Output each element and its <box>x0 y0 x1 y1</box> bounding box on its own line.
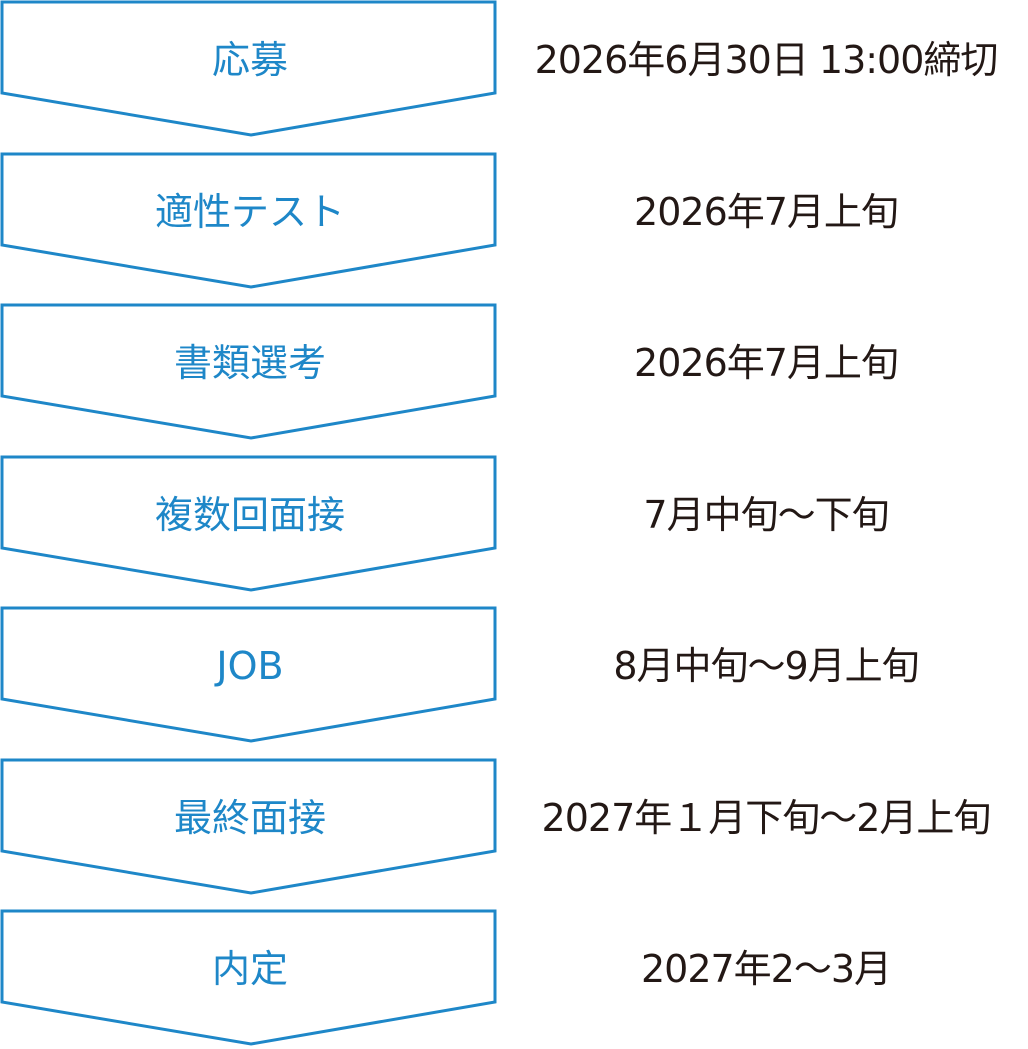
flow-step-final-interview: 最終面接 2027年１月下旬～2月上旬 <box>0 758 1028 898</box>
chevron-arrow <box>0 909 497 1046</box>
stage-label: 書類選考 <box>173 341 326 385</box>
stage-label: JOB <box>216 644 284 688</box>
flow-step-document-screening: 書類選考 2026年7月上旬 <box>0 303 1028 443</box>
chevron-arrow <box>0 758 497 895</box>
chevron-arrow <box>0 455 497 592</box>
schedule-text: 2026年7月上旬 <box>634 189 899 234</box>
flow-step-multiple-interviews: 複数回面接 7月中旬～下旬 <box>0 455 1028 595</box>
flow-step-aptitude-test: 適性テスト 2026年7月上旬 <box>0 152 1028 292</box>
chevron-arrow <box>0 152 497 289</box>
chevron-arrow <box>0 303 497 440</box>
stage-label: 内定 <box>211 947 288 991</box>
schedule-text: 2026年7月上旬 <box>634 341 899 385</box>
stage-label: 応募 <box>211 38 288 82</box>
stage-label: 最終面接 <box>173 795 326 840</box>
stage-label: 適性テスト <box>154 189 345 234</box>
chevron-arrow <box>0 606 497 743</box>
schedule-text: 8月中旬～9月上旬 <box>613 644 919 688</box>
schedule-text: 7月中旬～下旬 <box>643 492 889 537</box>
flow-step-application: 応募 2026年6月30日 13:00締切 <box>0 0 1028 140</box>
flow-step-offer: 内定 2027年2～3月 <box>0 909 1028 1049</box>
flow-step-job: JOB 8月中旬～9月上旬 <box>0 606 1028 746</box>
schedule-text: 2027年１月下旬～2月上旬 <box>541 795 992 840</box>
stage-label: 複数回面接 <box>154 492 345 537</box>
schedule-text: 2027年2～3月 <box>640 947 892 991</box>
chevron-arrow <box>0 0 497 137</box>
schedule-text: 2026年6月30日 13:00締切 <box>534 38 999 82</box>
